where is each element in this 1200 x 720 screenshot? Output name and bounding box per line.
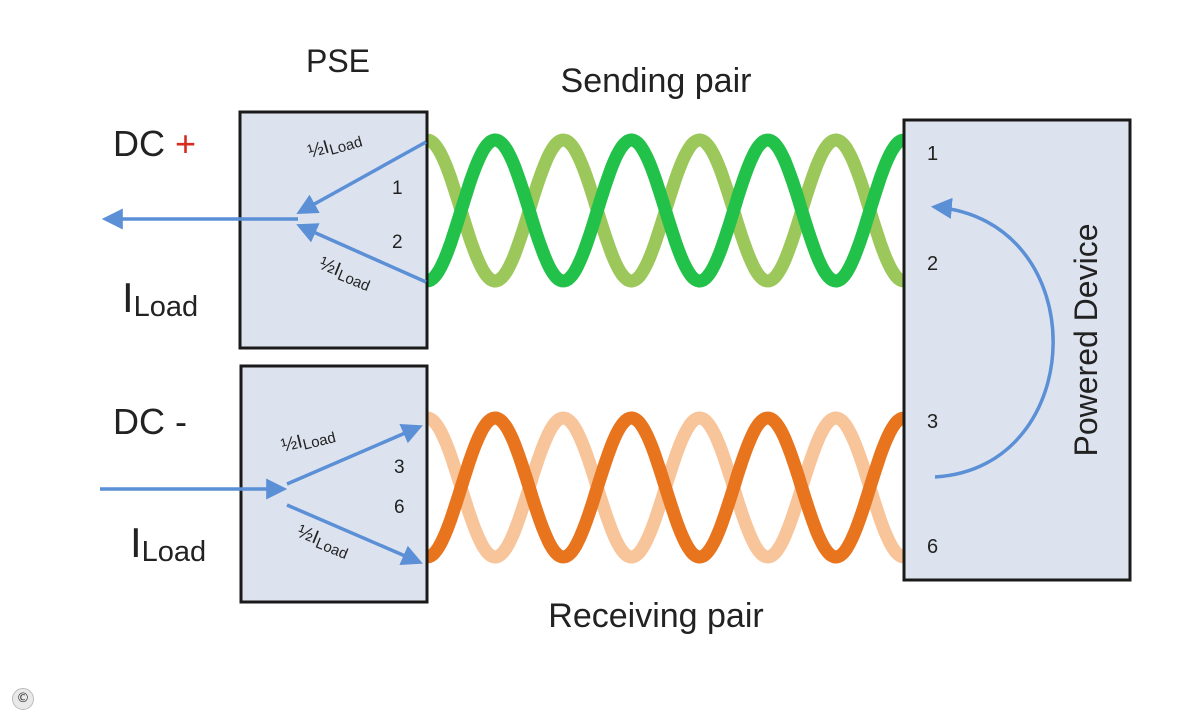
pd-current-arc-arrow: [930, 197, 1055, 479]
pse-pin-1: 1: [392, 178, 403, 199]
plus-sign: +: [175, 123, 196, 164]
sending-pair-dark-wire: [426, 133, 905, 288]
pse-bottom-box: [239, 364, 429, 604]
dc-plus-text: DC: [113, 123, 175, 164]
pse-bottom-lower-arrow: [286, 503, 423, 565]
pse-bottom-upper-arrow: [286, 424, 423, 486]
i-load-top-main: I: [122, 274, 134, 321]
pd-pin-2: 2: [927, 253, 938, 275]
pse-pin-2: 2: [392, 232, 403, 253]
pd-pin-1: 1: [927, 143, 938, 165]
i-load-bottom-main: I: [130, 519, 142, 566]
powered-device-label: Powered Device: [1068, 224, 1104, 457]
sending-pair-label: Sending pair: [561, 62, 752, 100]
dc-plus-label: DC +: [113, 123, 196, 164]
sending-pair: [426, 133, 905, 288]
half-load-bottom-upper-main: ½I: [279, 431, 305, 456]
receiving-pair: [426, 411, 905, 564]
pse-title: PSE: [306, 43, 370, 79]
copyright-icon: ©: [12, 688, 34, 710]
pse-pin-3: 3: [394, 457, 405, 478]
pd-pin-6: 6: [927, 536, 938, 558]
i-load-top-sub: Load: [134, 291, 199, 323]
pd-pin-3: 3: [927, 411, 938, 433]
i-load-bottom-sub: Load: [142, 536, 207, 568]
dc-minus-label: DC -: [113, 401, 187, 442]
pse-top-upper-arrow: [296, 140, 427, 215]
receiving-pair-dark-wire: [426, 411, 905, 564]
pse-pin-6: 6: [394, 497, 405, 518]
i-load-top-label: ILoad: [122, 274, 198, 323]
powered-device-box: [902, 118, 1132, 582]
pse-top-box: [238, 110, 429, 350]
receiving-pair-label: Receiving pair: [548, 597, 763, 635]
i-load-bottom-label: ILoad: [130, 519, 206, 568]
pse-top-lower-arrow: [296, 223, 427, 284]
